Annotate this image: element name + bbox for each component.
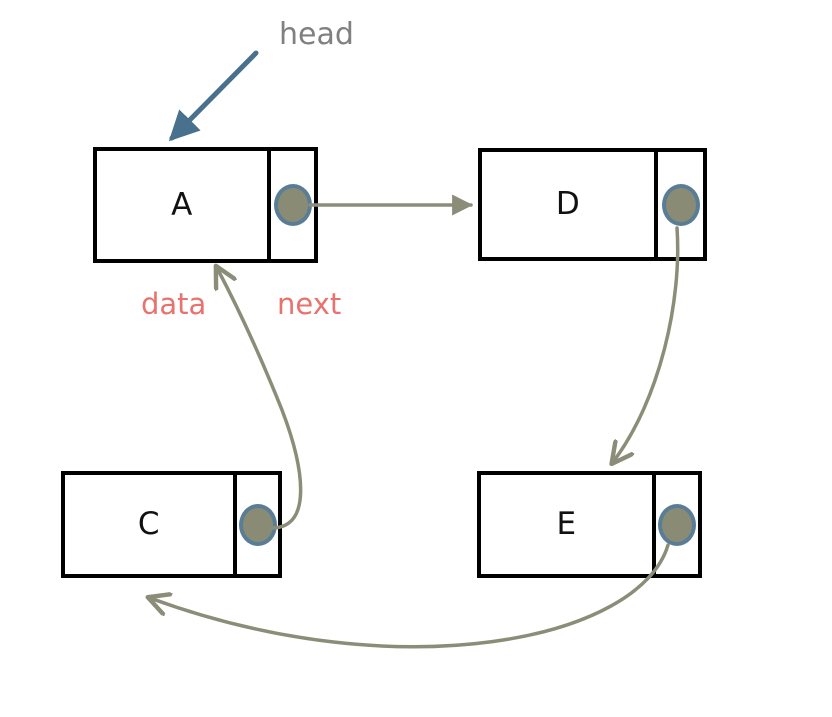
node-d-next-cell — [658, 152, 703, 257]
link-d-to-e — [613, 226, 680, 462]
node-c-value: C — [137, 506, 161, 542]
node-a-next-cell — [271, 151, 314, 259]
node-e-divider — [652, 475, 656, 574]
next-field-label: next — [277, 287, 342, 321]
node-e-data-cell: E — [481, 475, 652, 574]
node-e-next-cell — [656, 475, 698, 574]
node-d-value: D — [555, 186, 581, 222]
node-d-data-cell: D — [482, 152, 654, 257]
node-a[interactable]: A — [93, 147, 318, 263]
node-a-pointer-dot[interactable] — [273, 184, 312, 226]
node-c-pointer-dot[interactable] — [238, 503, 277, 546]
node-c[interactable]: C — [61, 471, 282, 578]
node-d[interactable]: D — [478, 148, 707, 261]
node-d-divider — [654, 152, 658, 257]
node-c-next-cell — [237, 475, 278, 574]
node-e[interactable]: E — [477, 471, 702, 578]
node-a-value: A — [171, 186, 193, 223]
node-a-divider — [267, 151, 271, 259]
node-d-pointer-dot[interactable] — [661, 183, 700, 226]
node-e-value: E — [556, 506, 577, 542]
node-e-pointer-dot[interactable] — [658, 503, 696, 546]
head-label: head — [279, 17, 354, 52]
data-field-label: data — [141, 287, 207, 321]
node-a-data-cell: A — [97, 151, 267, 259]
node-c-data-cell: C — [65, 475, 233, 574]
head-arrow — [168, 50, 259, 142]
